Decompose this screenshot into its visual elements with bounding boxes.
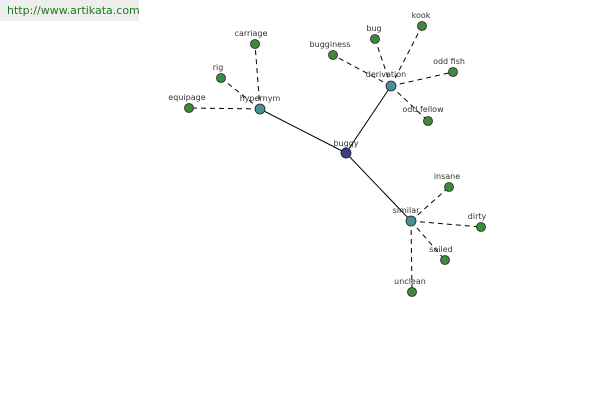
word-node-carriage[interactable] bbox=[250, 39, 260, 49]
word-node-dirty[interactable] bbox=[476, 222, 486, 232]
word-label-kook[interactable]: kook bbox=[412, 11, 431, 20]
word-node-insane[interactable] bbox=[444, 182, 454, 192]
edge-buggy-hypernym bbox=[259, 108, 347, 154]
edge-derivation-odd-fellow bbox=[390, 85, 429, 122]
word-node-kook[interactable] bbox=[417, 21, 427, 31]
relation-label-hypernym[interactable]: hypernym bbox=[240, 94, 281, 103]
word-label-carriage[interactable]: carriage bbox=[235, 29, 268, 38]
relation-label-derivation[interactable]: derivation bbox=[366, 70, 406, 79]
word-label-rig[interactable]: rig bbox=[213, 63, 224, 72]
word-node-unclean[interactable] bbox=[407, 287, 417, 297]
edge-buggy-derivation bbox=[345, 85, 392, 154]
word-label-bug[interactable]: bug bbox=[366, 24, 381, 33]
edge-derivation-odd-fish bbox=[390, 71, 454, 87]
word-node-odd-fellow[interactable] bbox=[423, 116, 433, 126]
edge-similar-insane bbox=[410, 186, 450, 222]
edge-hypernym-carriage bbox=[254, 43, 261, 110]
word-node-odd-fish[interactable] bbox=[448, 67, 458, 77]
site-bar: http://www.artikata.com bbox=[0, 0, 140, 21]
word-label-soiled[interactable]: soiled bbox=[429, 245, 453, 254]
graph-labels: carriage rig equipage bugginess bug kook odd f… bbox=[168, 11, 486, 286]
word-label-equipage[interactable]: equipage bbox=[168, 93, 205, 102]
edge-derivation-kook bbox=[390, 25, 423, 87]
center-label-buggy[interactable]: buggy bbox=[333, 139, 358, 148]
word-node-soiled[interactable] bbox=[440, 255, 450, 265]
graph-nodes bbox=[184, 21, 486, 297]
edge-similar-dirty bbox=[410, 220, 482, 228]
edge-hypernym-equipage bbox=[188, 107, 261, 110]
word-label-bugginess[interactable]: bugginess bbox=[310, 40, 351, 49]
edge-buggy-similar bbox=[345, 152, 412, 222]
word-node-bugginess[interactable] bbox=[328, 50, 338, 60]
relation-label-similar[interactable]: similar bbox=[393, 206, 421, 215]
site-url-link[interactable]: http://www.artikata.com bbox=[7, 4, 140, 17]
graph-edges bbox=[188, 25, 482, 293]
word-label-insane[interactable]: insane bbox=[434, 172, 460, 181]
word-label-odd-fish[interactable]: odd fish bbox=[433, 57, 465, 66]
relation-node-similar[interactable] bbox=[405, 215, 417, 227]
word-label-odd-fellow[interactable]: odd fellow bbox=[402, 105, 444, 114]
relation-node-derivation[interactable] bbox=[385, 80, 397, 92]
center-node-buggy[interactable] bbox=[340, 147, 352, 159]
word-label-unclean[interactable]: unclean bbox=[394, 277, 426, 286]
edge-similar-unclean bbox=[410, 220, 413, 293]
edge-similar-soiled bbox=[410, 220, 446, 261]
word-node-bug[interactable] bbox=[370, 34, 380, 44]
word-node-equipage[interactable] bbox=[184, 103, 194, 113]
word-label-dirty[interactable]: dirty bbox=[468, 212, 487, 221]
word-node-rig[interactable] bbox=[216, 73, 226, 83]
edge-derivation-bugginess bbox=[332, 54, 392, 87]
relation-node-hypernym[interactable] bbox=[254, 103, 266, 115]
